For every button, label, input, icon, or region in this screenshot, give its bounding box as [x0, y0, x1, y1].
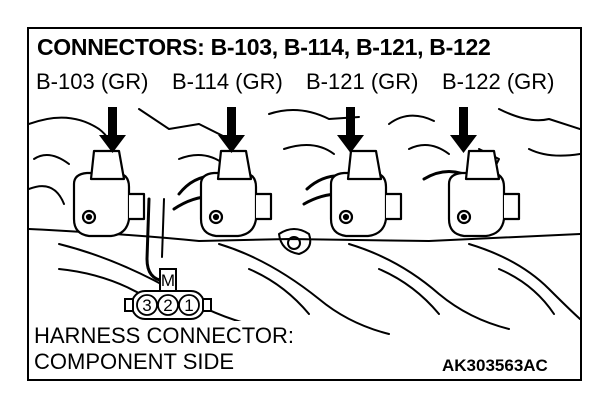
pin-label-3: 3 — [142, 296, 151, 315]
ignition-coil-1 — [72, 149, 146, 238]
ignition-coil-3 — [329, 149, 403, 238]
ignition-coil-2 — [199, 149, 273, 238]
connector-label-b121: B-121 (GR) — [305, 69, 420, 94]
pin-label-1: 1 — [184, 296, 193, 315]
connector-label-b122: B-122 (GR) — [441, 69, 556, 94]
arrow-icon-b122 — [450, 107, 477, 153]
harness-caption-line1: HARNESS CONNECTOR: — [34, 323, 294, 348]
harness-connector-symbol: M 3 2 1 — [124, 268, 212, 320]
connector-label-b103: B-103 (GR) — [35, 69, 150, 94]
arrow-icon-b103 — [99, 107, 126, 153]
figure-id: AK303563AC — [442, 356, 548, 375]
arrow-icon-b121 — [337, 107, 364, 153]
ignition-coil-4 — [447, 149, 521, 238]
pin-label-2: 2 — [163, 296, 172, 315]
engine-illustration: M 3 2 1 — [29, 107, 580, 379]
connector-label-b114: B-114 (GR) — [171, 69, 284, 94]
harness-caption-line2: COMPONENT SIDE — [34, 349, 235, 374]
diagram-title: CONNECTORS: B-103, B-114, B-121, B-122 — [37, 34, 491, 60]
arrow-icon-b114 — [218, 107, 245, 153]
diagram-frame: M 3 2 1 CONNECTORS: B-103, B-114, B-121,… — [27, 27, 582, 381]
harness-key-label: M — [161, 271, 175, 290]
